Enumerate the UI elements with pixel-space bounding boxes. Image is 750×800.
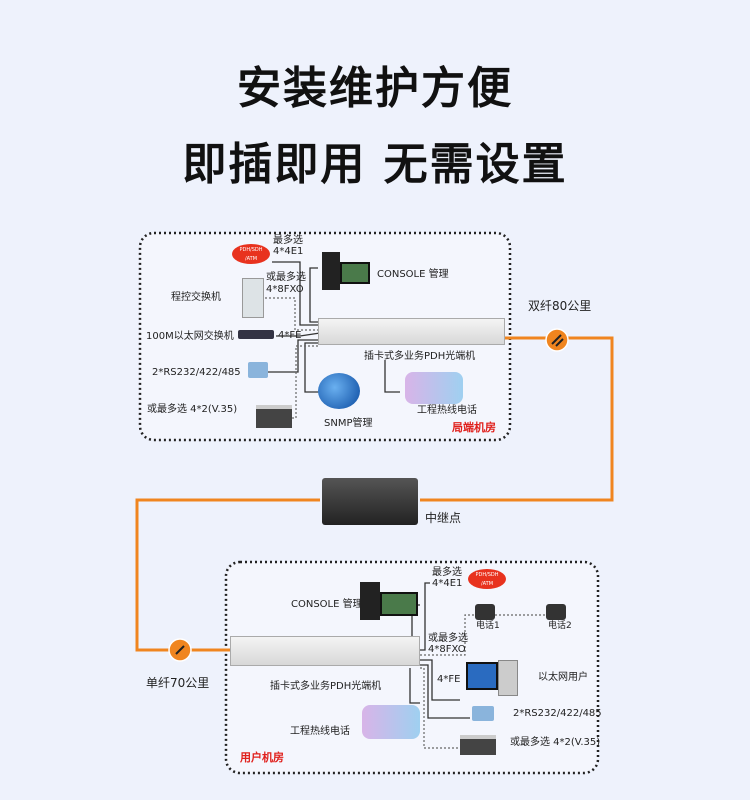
serial-label: 2*RS232/422/485 [152,367,241,378]
dual-fiber-label: 双纤80公里 [528,299,592,313]
single-fiber-label: 单纤70公里 [146,676,210,690]
console-pc-icon [360,582,380,620]
engineer-phone-icon [405,372,463,404]
pbx-icon [242,278,264,318]
e1-count: 4*4E1 [432,578,463,589]
tower-icon [498,660,518,696]
console-label: CONSOLE 管理 [377,269,449,280]
snmp-label: SNMP管理 [324,418,373,429]
switch-icon [238,330,274,339]
v35-label: 或最多选 4*2(V.35) [147,404,238,415]
phone-icon [475,604,495,620]
engineer-phone-icon [362,705,420,739]
title-line2: 即插即用 无需设置 [182,139,568,190]
pdh-badge: PDH/SDH /ATM [232,244,270,264]
snmp-globe-icon [318,373,360,409]
device-label: 插卡式多业务PDH光端机 [364,351,476,362]
phone-icon [546,604,566,620]
switch-label: 100M以太网交换机 [146,331,234,342]
hotline-label: 工程热线电话 [417,405,477,416]
console-pc-icon [322,252,340,290]
fiber-icon [168,638,192,662]
fxo-label: 或最多选 [428,633,468,644]
fxo-count: 4*8FXO [266,284,304,295]
console-label: CONSOLE 管理 [291,599,363,610]
monitor-icon [380,592,418,616]
pdh-badge: PDH/SDH /ATM [468,569,506,589]
monitor-icon [340,262,370,284]
e1-label: 最多选 [273,235,303,246]
fe-label: 4*FE [437,674,461,685]
serial-converter-icon [472,706,494,721]
fxo-label: 或最多选 [266,272,306,283]
v35-rack-icon [460,735,496,755]
fiber-icon [545,328,569,352]
device-label: 插卡式多业务PDH光端机 [270,681,382,692]
ethernet-pc-icon [466,662,498,690]
serial-converter-icon [248,362,268,378]
title-line1: 安装维护方便 [237,63,513,114]
v35-rack-icon [256,405,292,428]
ethernet-user-label: 以太网用户 [538,672,588,683]
fe-label: 4*FE [278,330,302,341]
serial-label: 2*RS232/422/485 [513,708,602,719]
repeater-device [322,478,418,525]
fxo-count: 4*8FXO [428,644,466,655]
room-label: 局端机房 [452,421,496,434]
pbx-label: 程控交换机 [171,292,221,303]
pdh-device [230,636,420,666]
e1-label: 最多选 [432,567,462,578]
hotline-label: 工程热线电话 [290,726,350,737]
pdh-device [318,318,505,345]
repeater-label: 中继点 [425,511,462,525]
phone2-label: 电话2 [548,621,572,631]
e1-count: 4*4E1 [273,246,304,257]
v35-label: 或最多选 4*2(V.35) [510,737,601,748]
room-label: 用户机房 [240,751,284,764]
phone1-label: 电话1 [476,621,500,631]
